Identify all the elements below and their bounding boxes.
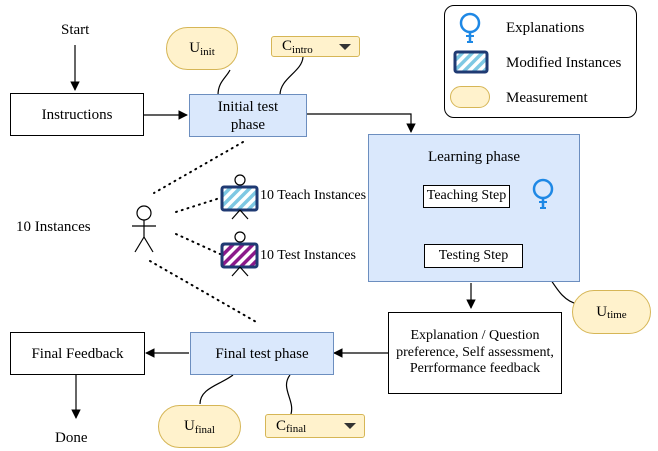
dotted-instances-to-final [149,260,259,324]
teach-instances-icon [220,174,259,220]
u-init-base: U [189,40,201,56]
legend-lightbulb-icon [459,12,481,43]
final-feedback-node: Final Feedback [10,332,145,375]
c-intro-base: C [282,38,293,54]
initial-test-phase-label: Initial test phase [217,98,279,133]
curve-initial-to-cintro [279,56,304,96]
c-intro-sub: intro [292,43,313,56]
testing-step-node: Testing Step [424,244,523,268]
testing-step-label: Testing Step [438,247,509,263]
u-final-base: U [183,418,195,434]
dropdown-arrow-icon [339,43,351,50]
curve-final-to-ufinal [199,374,234,405]
test-instances-label: 10 Test Instances [260,248,356,263]
final-feedback-label: Final Feedback [31,345,124,362]
instructions-label: Instructions [41,106,113,123]
c-final-sub: final [286,423,307,435]
legend: Explanations Modified Instances Measurem… [444,5,637,118]
stick-figure-icon [132,205,156,253]
test-instances-icon [220,231,259,277]
dropdown-arrow-icon [344,423,356,429]
c-final-base: C [276,417,287,434]
legend-measurement-label: Measurement [506,90,588,106]
lightbulb-icon [532,178,554,209]
arrow-initial-to-learning [307,113,416,133]
legend-measurement-swatch [450,86,490,108]
done-label: Done [55,430,88,446]
legend-modified-instances-label: Modified Instances [506,55,622,71]
teaching-step-node: Teaching Step [423,185,510,208]
start-label: Start [61,22,90,38]
instances-label: 10 Instances [16,219,91,235]
teach-instances-label: 10 Teach Instances [260,188,367,203]
final-test-phase-label: Final test phase [215,345,309,362]
dotted-instances-to-test [175,233,221,255]
legend-explanations-label: Explanations [506,20,585,36]
instructions-node: Instructions [10,93,144,136]
teaching-step-label: Teaching Step [426,188,507,204]
dotted-initial-to-instances [153,141,244,194]
learning-phase-label: Learning phase [427,149,521,165]
curve-initial-to-uinit [217,69,231,96]
final-test-phase-node: Final test phase [190,332,334,375]
curve-final-to-cfinal [285,374,293,415]
explanation-preference-label: Explanation / Question preference, Self … [396,327,554,377]
explanation-preference-node: Explanation / Question preference, Self … [388,312,562,394]
u-time-sub: time [607,309,627,321]
dotted-instances-to-teach [175,197,221,213]
u-init-sub: init [200,45,215,58]
initial-test-phase-node: Initial test phase [189,94,307,137]
legend-modified-instance-icon [453,50,489,74]
u-final-sub: final [194,423,215,436]
u-time-base: U [596,303,608,320]
